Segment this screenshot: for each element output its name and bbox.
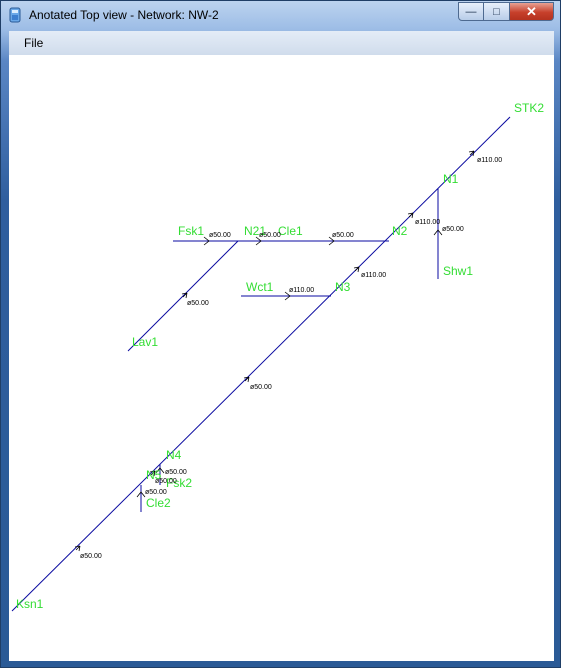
node-label-n4[interactable]: N4 — [166, 448, 182, 462]
node-label-fsk2[interactable]: Fsk2 — [166, 476, 192, 490]
network-diagram: STK2 N1 N2 Shw1 Fsk1 N21 Cle1 Wct1 N3 La… — [11, 101, 544, 612]
pipe-dim-label: ø50.00 — [155, 478, 177, 485]
pipe-dim-label: ø110.00 — [289, 287, 314, 294]
flow-arrows — [74, 150, 475, 552]
node-label-stk2[interactable]: STK2 — [514, 101, 544, 115]
menu-bar: File — [9, 31, 554, 56]
node-label-n1[interactable]: N1 — [443, 172, 459, 186]
node-label-lav1[interactable]: Lav1 — [132, 335, 158, 349]
pipe-dim-label: ø50.00 — [80, 553, 102, 560]
node-label-fsk1[interactable]: Fsk1 — [178, 224, 204, 238]
pipe-dim-label: ø50.00 — [259, 232, 281, 239]
pipe-dim-label: ø50.00 — [250, 384, 272, 391]
node-label-n5[interactable]: N5 — [146, 468, 162, 482]
node-label-n3[interactable]: N3 — [335, 280, 351, 294]
pipe-dim-label: ø110.00 — [361, 272, 386, 279]
pipe-dim-label: ø50.00 — [209, 232, 231, 239]
caption-buttons: — □ ✕ — [458, 2, 554, 22]
pipe-dim-label: ø50.00 — [145, 489, 167, 496]
network-canvas[interactable]: STK2 N1 N2 Shw1 Fsk1 N21 Cle1 Wct1 N3 La… — [9, 55, 554, 661]
pipe-dim-label: ø110.00 — [415, 219, 440, 226]
pipe-main-diagonal[interactable] — [11, 116, 511, 612]
window-title: Anotated Top view - Network: NW-2 — [29, 8, 219, 22]
maximize-button[interactable]: □ — [484, 2, 510, 21]
node-label-wct1[interactable]: Wct1 — [246, 280, 274, 294]
pipe-lav1[interactable] — [127, 240, 239, 352]
close-button[interactable]: ✕ — [510, 2, 554, 21]
title-bar[interactable]: Anotated Top view - Network: NW-2 — □ ✕ — [1, 1, 560, 29]
pipe-dim-label: ø50.00 — [442, 226, 464, 233]
minimize-button[interactable]: — — [458, 2, 484, 21]
pipe-dim-label: ø50.00 — [165, 469, 187, 476]
node-label-ksn1[interactable]: Ksn1 — [16, 597, 44, 611]
pipe-dim-label: ø50.00 — [187, 300, 209, 307]
node-label-n21[interactable]: N21 — [244, 224, 266, 238]
menu-file[interactable]: File — [24, 36, 44, 50]
node-label-cle2[interactable]: Cle2 — [146, 496, 171, 510]
pipe-dim-label: ø50.00 — [332, 232, 354, 239]
node-label-n2[interactable]: N2 — [392, 224, 408, 238]
pipe-dim-label: ø110.00 — [477, 157, 502, 164]
node-label-cle1[interactable]: Cle1 — [278, 224, 303, 238]
node-label-shw1[interactable]: Shw1 — [443, 264, 473, 278]
app-icon — [9, 7, 21, 23]
